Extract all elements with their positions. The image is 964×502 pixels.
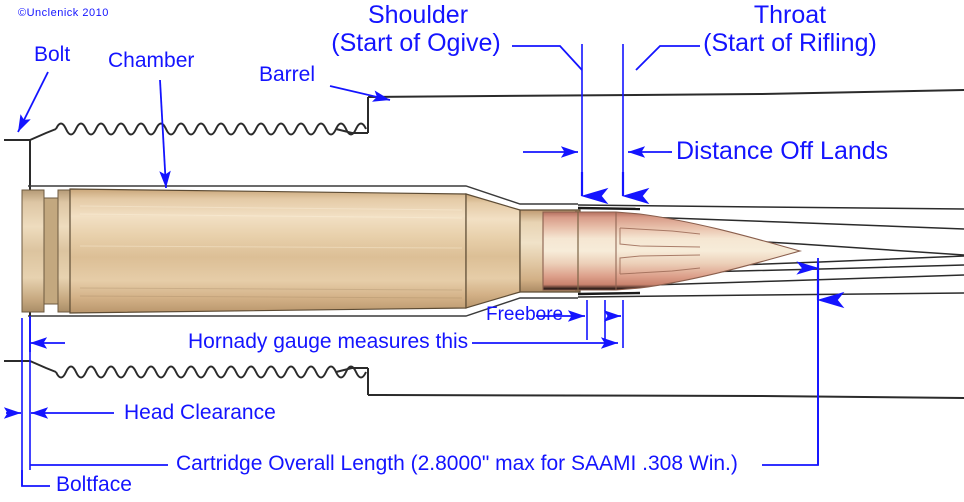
chamber-wall-upper: [4, 89, 964, 318]
header-leaders: [512, 45, 700, 71]
label-barrel: Barrel: [259, 63, 316, 86]
label-distance-off-lands: Distance Off Lands: [676, 137, 889, 165]
chamber-wall-lower: [4, 360, 964, 399]
shoulder-throat-arrows: [580, 172, 650, 205]
label-head-clearance: Head Clearance: [124, 401, 276, 424]
label-hornady-gauge: Hornady gauge measures this: [188, 330, 469, 353]
bullet: [542, 206, 803, 296]
part-leaders: [17, 71, 391, 189]
label-throat-subtitle: (Start of Rifling): [703, 29, 877, 57]
chamber-inner-profile: [28, 185, 578, 317]
label-shoulder-title: Shoulder: [367, 1, 469, 29]
hornady-gauge-dimension: [29, 316, 618, 352]
label-chamber: Chamber: [108, 49, 195, 72]
boltface-leader: [21, 470, 50, 487]
bolt-leader: [17, 71, 49, 133]
chamber-leader: [159, 79, 171, 189]
label-freebore: Freebore: [486, 304, 564, 325]
label-throat-title: Throat: [753, 1, 827, 29]
cartridge-case: [21, 188, 581, 314]
copyright-notice: ©Unclenick 2010: [18, 7, 109, 19]
label-shoulder-subtitle: (Start of Ogive): [331, 29, 501, 57]
label-boltface: Boltface: [56, 473, 132, 496]
label-cartridge-overall-length: Cartridge Overall Length (2.8000" max fo…: [176, 452, 738, 475]
label-bolt: Bolt: [34, 43, 71, 66]
barrel-leader: [329, 85, 391, 102]
